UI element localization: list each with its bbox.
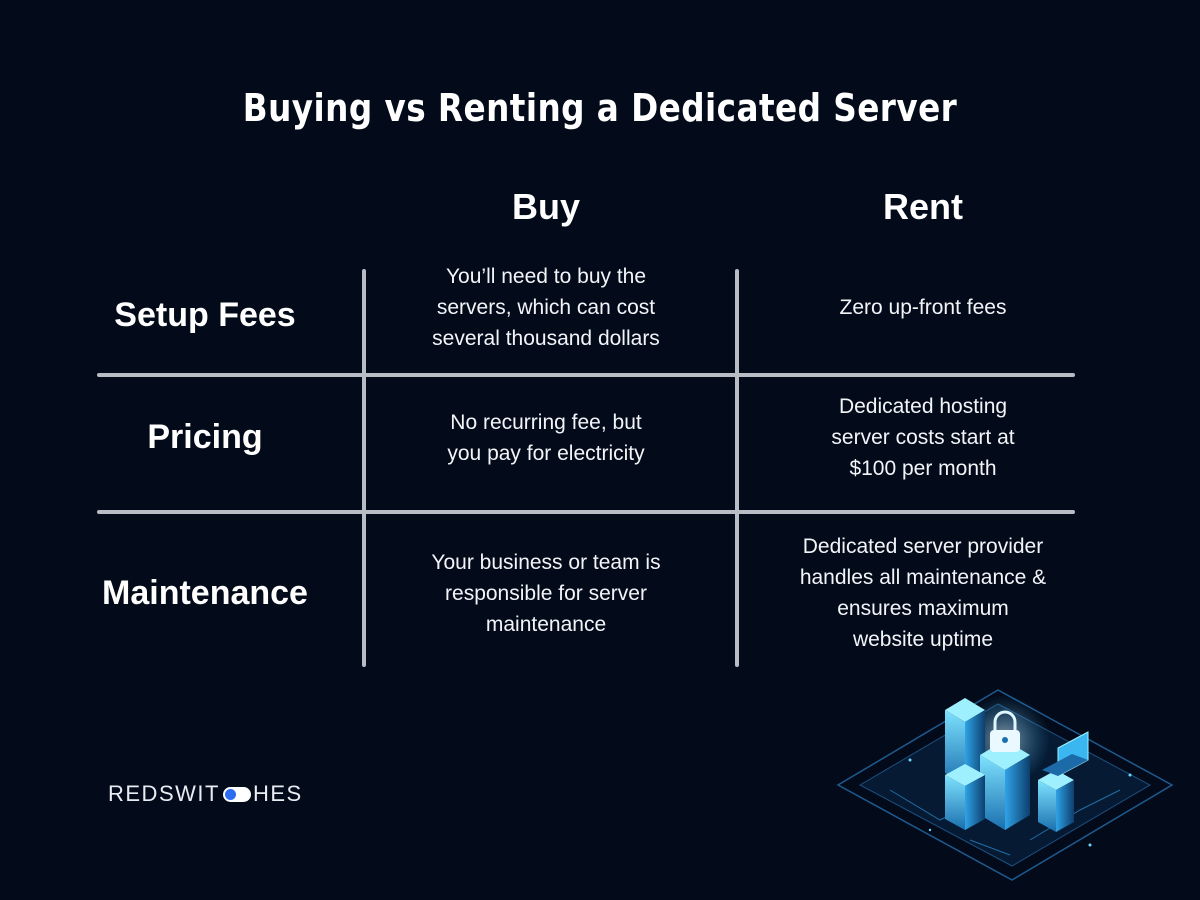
cell-line: maintenance (485, 613, 607, 636)
brand-logo: REDSWIT HES (108, 780, 303, 808)
cell-line: servers, which can cost (436, 296, 656, 319)
cell-pricing-rent: Dedicated hosting server costs start at … (773, 391, 1073, 484)
column-header-buy: Buy (511, 186, 580, 227)
grid-divider-horizontal-1 (97, 373, 1075, 377)
cell-line: $100 per month (849, 457, 997, 480)
cell-line: several thousand dollars (432, 327, 660, 350)
row-label-maintenance: Maintenance (102, 574, 308, 612)
grid-divider-vertical-1 (362, 269, 366, 667)
cell-line: server costs start at (831, 426, 1015, 449)
cell-line: Zero up-front fees (839, 296, 1007, 319)
cell-line: handles all maintenance & (799, 566, 1047, 589)
server-rack-icon (980, 740, 1030, 830)
server-rack-icon (1038, 770, 1074, 832)
logo-text-right: HES (252, 781, 303, 806)
row-label-setup-fees: Setup Fees (114, 296, 296, 334)
cell-line: website uptime (852, 628, 994, 651)
server-rack-icon (945, 764, 985, 830)
cell-line: You’ll need to buy the (445, 265, 647, 288)
cell-line: No recurring fee, but (450, 411, 642, 434)
platform-outer (836, 689, 1174, 881)
toggle-switch-icon (222, 786, 251, 802)
cell-setup-fees-rent: Zero up-front fees (773, 292, 1073, 323)
cell-setup-fees-buy: You’ll need to buy the servers, which ca… (396, 261, 696, 354)
row-label-pricing: Pricing (147, 418, 263, 456)
sparkle-dots (908, 758, 1132, 847)
laptop-icon (1042, 731, 1089, 777)
cell-maintenance-buy: Your business or team is responsible for… (396, 547, 696, 640)
page-title: Buying vs Renting a Dedicated Server (242, 86, 958, 130)
cell-line: responsible for server (445, 582, 647, 605)
cell-line: ensures maximum (837, 597, 1009, 620)
cell-line: you pay for electricity (447, 442, 645, 465)
cell-pricing-buy: No recurring fee, but you pay for electr… (396, 407, 696, 469)
server-illustration (836, 689, 1174, 881)
cell-maintenance-rent: Dedicated server provider handles all ma… (773, 531, 1073, 655)
cell-line: Dedicated hosting (838, 395, 1008, 418)
grid-divider-horizontal-2 (97, 510, 1075, 514)
cell-line: Dedicated server provider (802, 535, 1044, 558)
grid-divider-vertical-2 (735, 269, 739, 667)
cell-line: Your business or team is (431, 551, 661, 574)
column-header-rent: Rent (883, 186, 963, 227)
padlock-icon (990, 710, 1020, 752)
logo-text-left: REDSWIT (108, 781, 220, 806)
